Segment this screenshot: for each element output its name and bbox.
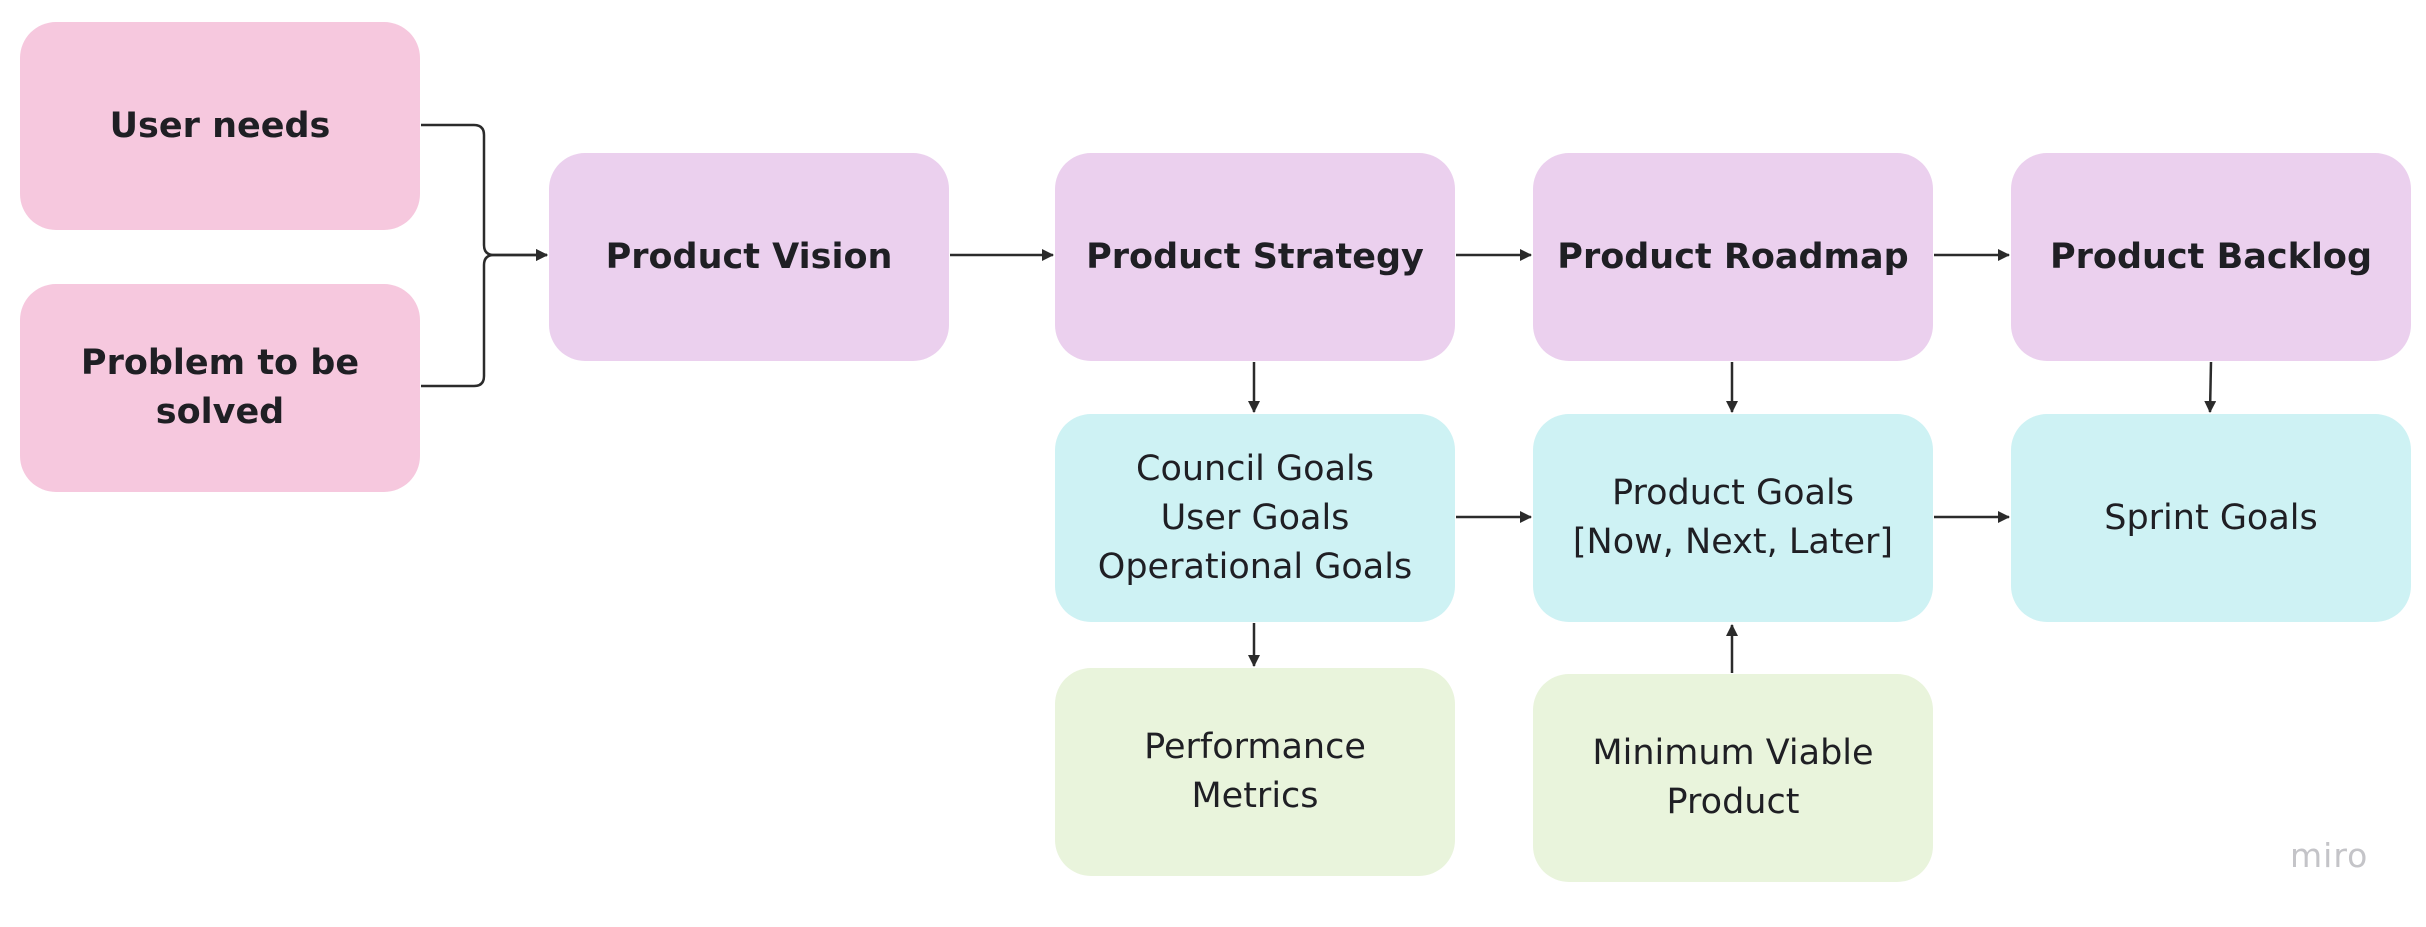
node-label: Product Backlog [2049,236,2372,277]
node-problem-to-be-solved[interactable]: Problem to be solved [20,284,420,492]
node-label: Performance Metrics [1144,727,1366,816]
connector-user-needs-to-vision [421,123,548,261]
connector-backlog-to-sprint-goals [2204,361,2217,413]
node-minimum-viable-product[interactable]: Minimum Viable Product [1533,674,1933,882]
node-label-line: Council Goals [1136,448,1374,489]
node-label: Minimum Viable Product [1592,729,1873,827]
node-label-line: Minimum Viable [1592,733,1874,773]
node-product-strategy[interactable]: Product Strategy [1055,153,1455,361]
node-product-backlog[interactable]: Product Backlog [2011,153,2411,361]
connector-problem-to-vision [421,249,548,388]
node-label: Council Goals User Goals Operational Goa… [1098,445,1412,592]
node-label-line: Product [1666,782,1800,822]
node-strategy-goals[interactable]: Council Goals User Goals Operational Goa… [1055,414,1455,622]
node-label-line: [Now, Next, Later] [1572,522,1894,562]
node-label-line: solved [155,392,285,432]
node-product-roadmap[interactable]: Product Roadmap [1533,153,1933,361]
node-label: Product Goals [Now, Next, Later] [1573,469,1893,567]
node-label: Problem to be solved [81,339,359,437]
node-label-line: User Goals [1160,497,1350,538]
node-label-line: Problem to be [80,343,360,383]
node-label: Product Strategy [1086,236,1424,277]
node-label-line: Product Goals [1612,473,1854,513]
node-user-needs[interactable]: User needs [20,22,420,230]
node-product-goals[interactable]: Product Goals [Now, Next, Later] [1533,414,1933,622]
node-product-vision[interactable]: Product Vision [549,153,949,361]
node-performance-metrics[interactable]: Performance Metrics [1055,668,1455,876]
node-label: Sprint Goals [2104,497,2318,538]
node-label: User needs [109,105,331,146]
miro-watermark-logo: miro [2290,836,2369,875]
node-label: Product Roadmap [1557,236,1909,277]
node-sprint-goals[interactable]: Sprint Goals [2011,414,2411,622]
node-label: Product Vision [605,236,893,277]
node-label-line: Operational Goals [1097,546,1413,587]
